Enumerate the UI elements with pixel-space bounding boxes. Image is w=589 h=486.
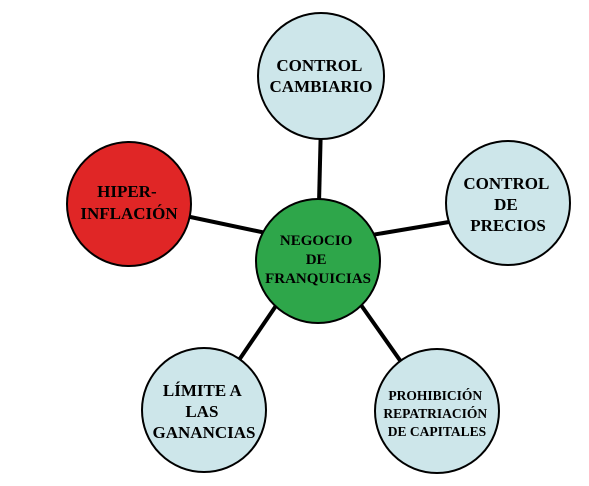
svg-text:CONTROL DE PRECIOS: CONTROL DE PRECIOS bbox=[463, 174, 552, 235]
node-negocio-franquicias-line-2: DE bbox=[306, 252, 327, 268]
node-hiperinflacion-circle bbox=[66, 141, 192, 267]
node-prohibicion-repatriacion-line-2: REPATRIACIÓN bbox=[383, 406, 487, 421]
svg-text:HIPER- INFLACIÓN: HIPER- INFLACIÓN bbox=[80, 182, 178, 223]
node-control-cambiario: CONTROL CAMBIARIO bbox=[257, 12, 385, 140]
node-limite-ganancias-circle bbox=[141, 347, 267, 473]
node-control-cambiario-circle bbox=[257, 12, 385, 140]
svg-text:CONTROL CAMBIARIO: CONTROL CAMBIARIO bbox=[270, 56, 373, 96]
node-prohibicion-repatriacion-line-3: DE CAPITALES bbox=[388, 424, 486, 439]
node-control-precios: CONTROL DE PRECIOS bbox=[445, 140, 571, 266]
svg-text:NEGOCIO DE FRANQUI: NEGOCIO DE FRANQUICIAS bbox=[265, 233, 371, 287]
node-prohibicion-repatriacion-circle bbox=[374, 348, 500, 474]
node-limite-ganancias-line-3: GANANCIAS bbox=[153, 423, 256, 442]
node-hiperinflacion: HIPER- INFLACIÓN bbox=[66, 141, 192, 267]
node-hiperinflacion-line-1: HIPER- bbox=[97, 182, 157, 201]
node-hiperinflacion-line-2: INFLACIÓN bbox=[80, 204, 178, 223]
node-limite-ganancias-line-1: LÍMITE A bbox=[163, 381, 243, 400]
node-limite-ganancias-line-2: LAS bbox=[185, 402, 218, 421]
node-control-precios-line-1: CONTROL bbox=[463, 174, 549, 193]
node-prohibicion-repatriacion-line-1: PROHIBICIÓN bbox=[388, 388, 482, 403]
node-prohibicion-repatriacion: PROHIBICIÓN REPATRIACIÓN DE CAPITALES bbox=[374, 348, 500, 474]
node-control-precios-line-2: DE bbox=[494, 195, 518, 214]
node-negocio-franquicias-circle bbox=[255, 198, 381, 324]
node-control-cambiario-line-1: CONTROL bbox=[276, 56, 362, 75]
node-negocio-franquicias-line-3: FRANQUICIAS bbox=[265, 271, 371, 287]
node-negocio-franquicias-line-1: NEGOCIO bbox=[280, 233, 353, 249]
svg-text:LÍMITE A LAS GANAN: LÍMITE A LAS GANANCIAS bbox=[153, 381, 256, 442]
node-negocio-franquicias: NEGOCIO DE FRANQUICIAS bbox=[255, 198, 381, 324]
node-limite-ganancias: LÍMITE A LAS GANANCIAS bbox=[141, 347, 267, 473]
svg-text:PROHIBICIÓN REPATRIACIÓN: PROHIBICIÓN REPATRIACIÓN DE CAPITALES bbox=[383, 388, 490, 439]
node-control-precios-line-3: PRECIOS bbox=[470, 216, 546, 235]
node-control-precios-circle bbox=[445, 140, 571, 266]
node-control-cambiario-line-2: CAMBIARIO bbox=[270, 77, 373, 96]
